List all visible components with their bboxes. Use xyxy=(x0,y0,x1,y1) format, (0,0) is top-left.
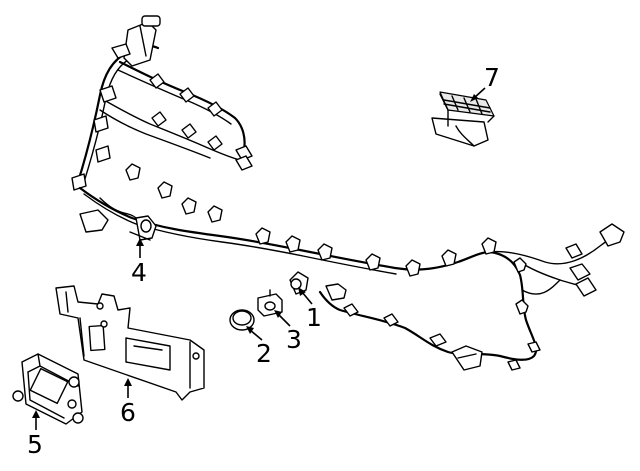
callout-6: 6 xyxy=(120,398,136,427)
callout-7: 7 xyxy=(484,63,500,92)
callout-4: 4 xyxy=(131,258,147,287)
callout-arrows xyxy=(32,87,486,430)
callout-2: 2 xyxy=(256,339,272,368)
callout-5: 5 xyxy=(27,430,43,459)
part-5-module xyxy=(12,353,84,425)
callout-3: 3 xyxy=(286,325,302,354)
callout-1: 1 xyxy=(306,303,322,332)
part-1-sensor xyxy=(289,271,309,295)
part-7-bracket xyxy=(431,91,495,147)
part-6-bracket xyxy=(55,285,205,401)
part-2-bezel xyxy=(229,309,255,331)
wiring-harness xyxy=(71,15,625,371)
